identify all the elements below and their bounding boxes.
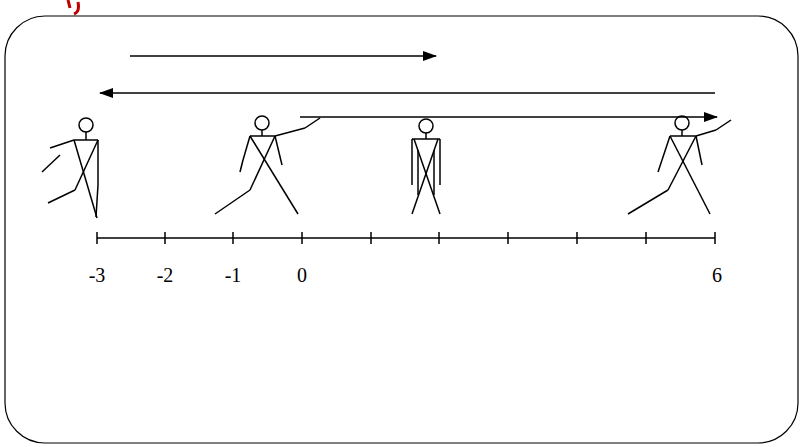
number-line (97, 232, 715, 244)
tick-label: -2 (157, 265, 174, 285)
stick-figure (628, 116, 731, 214)
tick-label: 6 (712, 265, 722, 285)
stick-figure (215, 116, 320, 214)
motion-arrows (100, 56, 717, 117)
red-mark (68, 0, 79, 14)
stick-figure (42, 118, 98, 218)
tick-label: -1 (225, 265, 242, 285)
tick-label: 0 (297, 265, 307, 285)
frame (5, 16, 798, 443)
tick-label: -3 (89, 265, 106, 285)
stick-figure (412, 119, 440, 214)
